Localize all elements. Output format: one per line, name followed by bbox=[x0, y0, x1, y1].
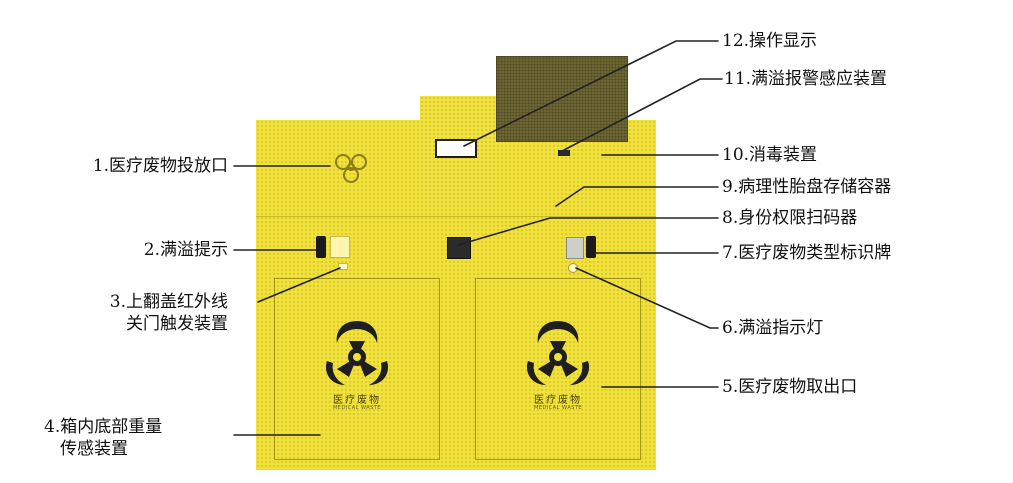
biohazard-icon bbox=[526, 321, 590, 385]
leader-line-9 bbox=[555, 186, 719, 207]
label-10: 10.消毒装置 bbox=[722, 145, 818, 165]
bin-label-subtext: MEDICAL WASTE bbox=[332, 405, 382, 411]
leader-line-8 bbox=[457, 217, 719, 246]
overflow-prompt-knob bbox=[316, 236, 326, 258]
waste-type-sign bbox=[566, 237, 584, 259]
left-waste-bin-door: 医疗废物 MEDICAL WASTE bbox=[274, 278, 440, 460]
small-biohazard-icon bbox=[335, 154, 367, 183]
infrared-close-sensor bbox=[338, 263, 348, 270]
label-4-line-1: 4.箱内底部重量 bbox=[44, 417, 163, 437]
leader-line-6 bbox=[575, 267, 719, 329]
bin-label-text: 医疗废物 bbox=[333, 395, 381, 406]
bin-label-text: 医疗废物 bbox=[534, 395, 582, 406]
waste-type-sign-knob bbox=[586, 236, 596, 258]
label-3-line-1: 3.上翻盖红外线 bbox=[109, 292, 228, 312]
disposal-inlet-block bbox=[420, 96, 498, 204]
label-7: 7.医疗废物类型标识牌 bbox=[722, 243, 892, 263]
label-11: 11.满溢报警感应装置 bbox=[724, 69, 888, 89]
leader-line-12 bbox=[463, 40, 719, 147]
label-2: 2.满溢提示 bbox=[143, 240, 228, 260]
disinfection-unit bbox=[558, 150, 570, 156]
bin-label-subtext: MEDICAL WASTE bbox=[533, 405, 583, 411]
label-9: 9.病理性胎盘存储容器 bbox=[722, 177, 892, 197]
biohazard-icon bbox=[325, 321, 389, 385]
label-8: 8.身份权限扫码器 bbox=[722, 208, 858, 228]
cabinet-divider bbox=[256, 216, 656, 217]
label-5: 5.医疗废物取出口 bbox=[722, 377, 858, 397]
label-3-line-2: 关门触发装置 bbox=[126, 314, 228, 334]
label-4: 4.箱内底部重量 传感装置 bbox=[44, 416, 234, 460]
label-1: 1.医疗废物投放口 bbox=[92, 156, 228, 176]
overflow-prompt-panel bbox=[330, 236, 350, 258]
operation-display bbox=[435, 139, 477, 158]
leader-line-11 bbox=[563, 78, 723, 151]
label-4-line-2: 传感装置 bbox=[60, 439, 128, 459]
leader-line-3 bbox=[257, 267, 341, 303]
label-12: 12.操作显示 bbox=[722, 31, 818, 51]
right-waste-bin-door: 医疗废物 MEDICAL WASTE bbox=[475, 278, 641, 460]
label-3: 3.上翻盖红外线 关门触发装置 bbox=[14, 291, 228, 335]
label-6: 6.满溢指示灯 bbox=[722, 318, 824, 338]
